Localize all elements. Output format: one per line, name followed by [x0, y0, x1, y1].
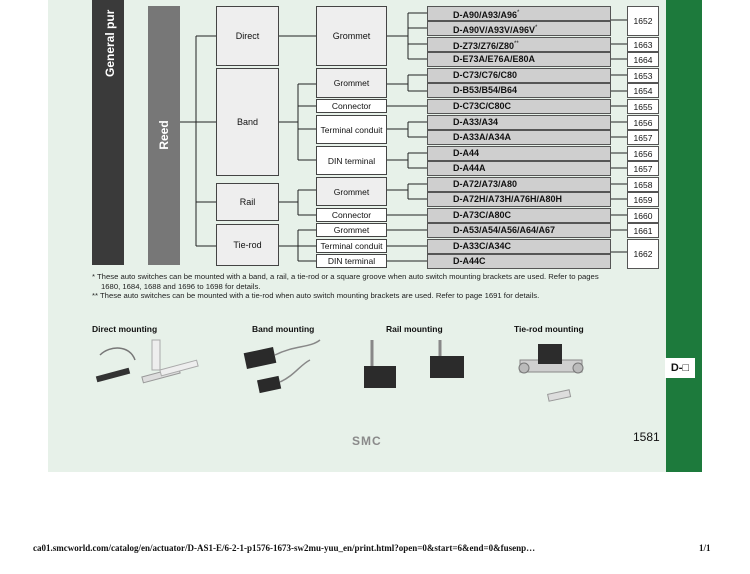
footnote-2: ** These auto switches can be mounted wi…: [92, 291, 540, 300]
model-name: D-A72/A73/A80: [453, 179, 518, 189]
model-name: D-A44A: [453, 163, 486, 173]
model-name: D-Z73/Z76/Z80: [453, 41, 515, 51]
model-row: D-A33A/A34A: [427, 130, 611, 145]
model-row: D-C73C/C80C: [427, 99, 611, 114]
page-reference: 1654: [627, 83, 659, 98]
print-page-count: 1/1: [699, 543, 711, 553]
mount-band: Band: [216, 68, 279, 176]
model-name: D-A33C/A34C: [453, 241, 512, 251]
direct-mounting-image: [95, 339, 199, 384]
page-reference: 1652: [627, 6, 659, 36]
tierod-mounting-label: Tie-rod mounting: [514, 324, 584, 334]
mount-rail: Rail: [216, 183, 279, 221]
model-row: D-B53/B54/B64: [427, 83, 611, 98]
band-din-terminal: DIN terminal: [316, 146, 387, 175]
model-name: D-A44C: [453, 256, 486, 266]
model-row: D-Z73/Z76/Z80**: [427, 37, 611, 52]
model-name: D-A33/A34: [453, 117, 499, 127]
tierod-mounting-image: [518, 344, 584, 402]
page-number: 1581: [633, 430, 660, 444]
model-row: D-A44A: [427, 161, 611, 176]
smc-logo: SMC: [352, 434, 382, 448]
section-tab: D-□: [665, 358, 695, 378]
footnote-1-cont: 1680, 1684, 1688 and 1696 to 1698 for de…: [101, 282, 261, 291]
mount-direct: Direct: [216, 6, 279, 66]
page-reference: 1661: [627, 223, 659, 238]
model-row: D-A53/A54/A56/A64/A67: [427, 223, 611, 238]
model-name: D-A90V/A93V/A96V: [453, 25, 536, 35]
model-footnote-mark: *: [535, 25, 538, 31]
page-reference: 1655: [627, 99, 659, 114]
model-row: D-A33C/A34C: [427, 239, 611, 254]
model-name: D-A53/A54/A56/A64/A67: [453, 225, 556, 235]
rail-grommet: Grommet: [316, 177, 387, 206]
rail-mounting-image: [364, 340, 464, 388]
model-row: D-A44: [427, 146, 611, 161]
model-name: D-A72H/A73H/A76H/A80H: [453, 194, 563, 204]
side-tab-bar: [666, 0, 702, 472]
category-bar: General pur: [92, 0, 124, 265]
band-mounting-label: Band mounting: [252, 324, 315, 334]
tierod-terminal-conduit: Terminal conduit: [316, 239, 387, 253]
rail-mounting-label: Rail mounting: [386, 324, 443, 334]
footnote-1: * These auto switches can be mounted wit…: [92, 272, 599, 281]
rail-connector: Connector: [316, 208, 387, 222]
model-name: D-C73/C76/C80: [453, 70, 518, 80]
page-reference: 1656: [627, 146, 659, 161]
model-row: D-C73/C76/C80: [427, 68, 611, 83]
model-name: D-A73C/A80C: [453, 210, 512, 220]
band-mounting-image: [243, 339, 321, 394]
page-reference: 1657: [627, 130, 659, 145]
page-reference: 1653: [627, 68, 659, 83]
model-row: D-A33/A34: [427, 115, 611, 130]
model-name: D-C73C/C80C: [453, 101, 512, 111]
model-row: D-E73A/E76A/E80A: [427, 52, 611, 67]
model-row: D-A73C/A80C: [427, 208, 611, 223]
model-row: D-A72H/A73H/A76H/A80H: [427, 192, 611, 207]
model-name: D-A33A/A34A: [453, 132, 512, 142]
page-reference: 1662: [627, 239, 659, 269]
model-row: D-A90V/A93V/A96V*: [427, 21, 611, 36]
page-reference: 1659: [627, 192, 659, 207]
model-footnote-mark: **: [514, 41, 519, 47]
direct-grommet: Grommet: [316, 6, 387, 66]
type-bar: Reed: [148, 6, 180, 265]
band-grommet: Grommet: [316, 68, 387, 98]
band-terminal-conduit: Terminal conduit: [316, 115, 387, 144]
model-footnote-mark: *: [517, 10, 520, 16]
page-reference: 1657: [627, 161, 659, 176]
direct-mounting-label: Direct mounting: [92, 324, 158, 334]
page-reference: 1663: [627, 37, 659, 52]
page-reference: 1656: [627, 115, 659, 130]
model-name: D-E73A/E76A/E80A: [453, 54, 536, 64]
page-reference: 1660: [627, 208, 659, 223]
model-row: D-A90/A93/A96*: [427, 6, 611, 21]
model-name: D-A44: [453, 148, 480, 158]
page-reference: 1658: [627, 177, 659, 192]
print-url: ca01.smcworld.com/catalog/en/actuator/D-…: [33, 543, 536, 553]
tierod-din-terminal: DIN terminal: [316, 254, 387, 268]
page-reference: 1664: [627, 52, 659, 67]
model-row: D-A72/A73/A80: [427, 177, 611, 192]
band-connector: Connector: [316, 99, 387, 113]
model-name: D-A90/A93/A96: [453, 10, 518, 20]
mount-tierod: Tie-rod: [216, 224, 279, 266]
tierod-grommet: Grommet: [316, 223, 387, 237]
model-name: D-B53/B54/B64: [453, 85, 518, 95]
model-row: D-A44C: [427, 254, 611, 269]
